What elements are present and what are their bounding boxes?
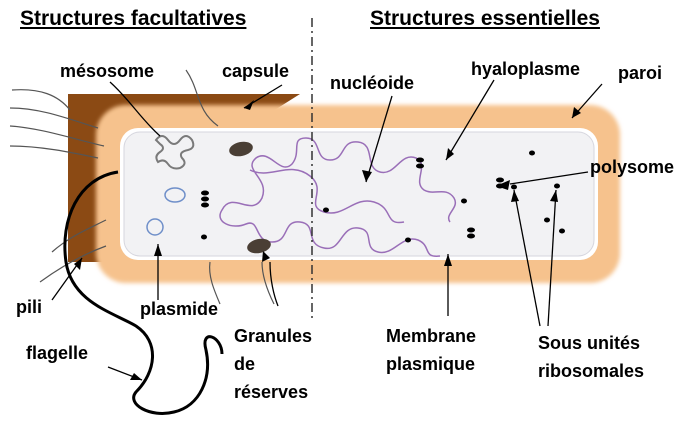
pointer-arrowheads <box>74 100 581 380</box>
reserve-granule-upper <box>229 141 253 157</box>
label-flagelle: flagelle <box>26 343 89 363</box>
flagellum <box>63 170 224 415</box>
label-plasmide: plasmide <box>140 299 219 319</box>
mesosome-fold <box>154 135 195 170</box>
header-essential-structures: Structures essentielles <box>370 7 600 30</box>
pili <box>9 69 275 305</box>
reserve-granule-lower <box>247 238 271 254</box>
label-pili: pili <box>16 297 42 317</box>
plasmid-lower <box>146 218 164 236</box>
label-sous-unites-line1: Sous unités <box>538 333 641 353</box>
plasmid-upper <box>164 187 186 203</box>
label-hyaloplasme: hyaloplasme <box>471 59 581 79</box>
label-mesosome: mésosome <box>60 61 155 81</box>
capsule-layer <box>68 94 300 262</box>
label-nucleoide: nucléoide <box>330 73 415 93</box>
label-sous-unites-line2: ribosomales <box>538 361 645 381</box>
label-membrane-line1: Membrane <box>386 326 477 346</box>
ribosomes <box>201 150 565 243</box>
header-facultative-structures: Structures facultatives <box>20 7 247 30</box>
label-granules-line1: Granules <box>234 326 313 346</box>
label-membrane-line2: plasmique <box>386 354 476 374</box>
label-paroi: paroi <box>618 63 663 83</box>
label-granules-line3: réserves <box>234 382 309 402</box>
label-granules-line2: de <box>234 354 256 374</box>
label-polysome: polysome <box>590 157 675 177</box>
label-capsule: capsule <box>222 61 290 81</box>
